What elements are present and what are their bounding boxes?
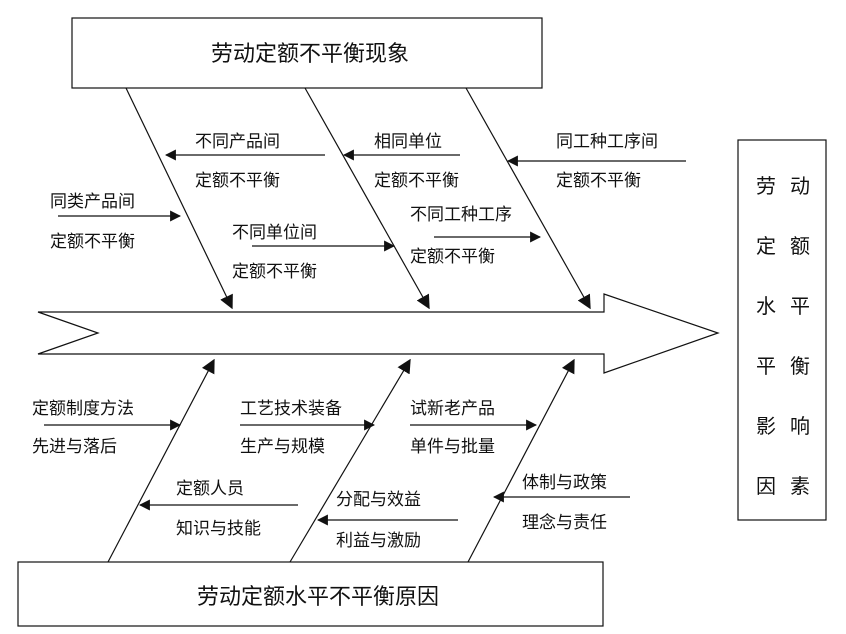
bottom-bone [467,358,575,563]
bottom-label-line1: 分配与效益 [336,490,421,510]
spine-arrow [37,293,720,374]
side-char: 劳 [756,174,776,198]
top-bone [304,87,430,310]
top-label-line2: 定额不平衡 [50,232,135,252]
top-label-line1: 同工种工序间 [556,132,658,152]
side-char: 素 [790,474,810,498]
top-label-line2: 定额不平衡 [374,171,459,191]
top-label-line2: 定额不平衡 [195,171,280,191]
top-title-text: 劳动定额不平衡现象 [211,42,409,67]
bottom-label-line2: 知识与技能 [176,519,261,539]
bottom-label-line1: 定额制度方法 [32,399,134,419]
top-label-line2: 定额不平衡 [556,171,641,191]
bottom-label-line2: 先进与落后 [32,437,117,457]
bottom-label-line2: 利益与激励 [336,531,421,551]
top-label-line2: 定额不平衡 [232,262,317,282]
bottom-label-line2: 单件与批量 [410,437,495,457]
side-char: 水 [756,294,776,318]
side-char: 影 [756,414,776,438]
bottom-bone [289,358,411,563]
top-bone [125,87,233,310]
side-char: 因 [756,474,776,498]
top-label-line1: 不同产品间 [195,132,280,152]
top-label-line1: 不同单位间 [232,223,317,243]
side-char: 额 [790,234,810,258]
top-label-line1: 相同单位 [374,132,442,152]
top-label-line1: 不同工种工序 [410,205,512,225]
top-label-line1: 同类产品间 [50,192,135,212]
bottom-label-line1: 体制与政策 [522,473,607,493]
bottom-label-line1: 定额人员 [176,479,244,499]
side-box [737,139,827,521]
bottom-label-line2: 生产与规模 [240,437,325,457]
side-char: 定 [756,234,776,258]
side-char: 衡 [790,354,810,378]
top-title-box [71,17,543,89]
bottom-label-line2: 理念与责任 [522,512,607,533]
top-bone [465,87,591,310]
side-char: 动 [790,174,810,198]
bottom-label-line1: 工艺技术装备 [240,399,342,419]
bottom-bone [107,358,215,563]
bottom-label-line1: 试新老产品 [410,399,495,419]
side-char: 平 [790,294,810,318]
side-char: 响 [790,414,810,438]
side-char: 平 [756,354,776,378]
bottom-title-box [17,561,604,627]
top-label-line2: 定额不平衡 [410,247,495,267]
bottom-title-text: 劳动定额水平不平衡原因 [197,585,439,610]
